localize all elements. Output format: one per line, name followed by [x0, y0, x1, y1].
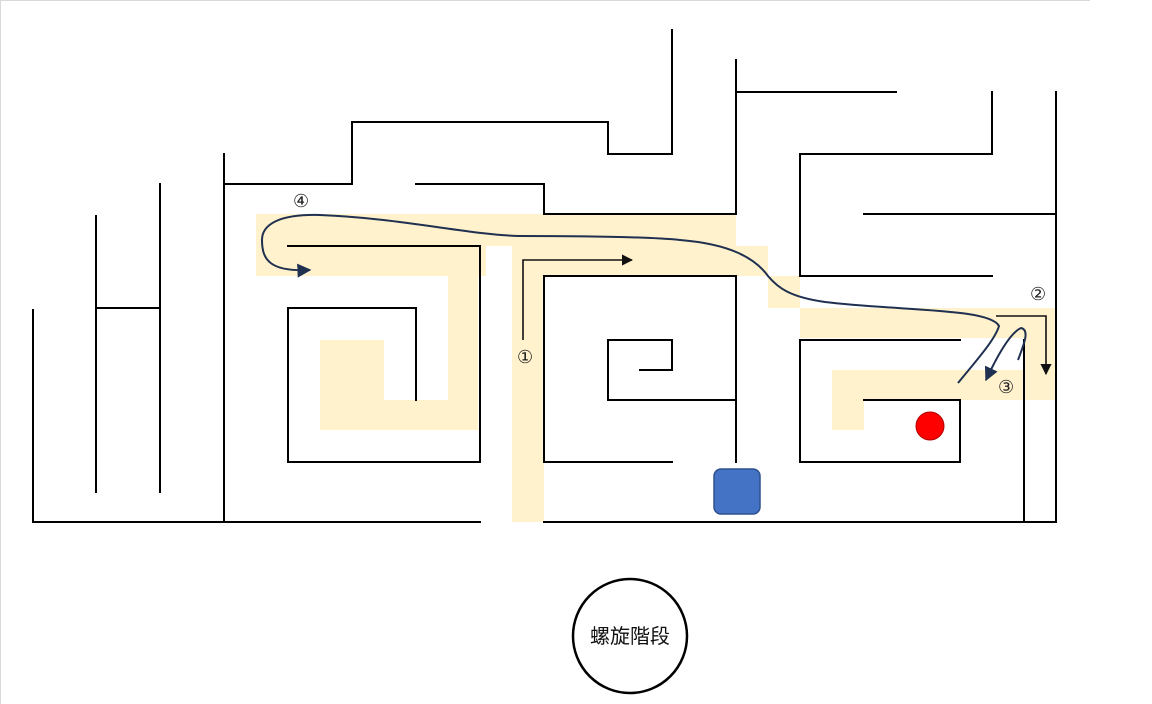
staircase-label: 螺旋階段 [590, 624, 670, 648]
marker-3: ③ [998, 377, 1014, 398]
highlight-segment [1024, 308, 1056, 400]
wall [543, 91, 1057, 523]
route-curve-main [260, 213, 1001, 384]
wall [415, 59, 737, 215]
spiral-staircase: 螺旋階段 [571, 577, 689, 695]
wall [543, 275, 737, 463]
wall [223, 29, 673, 185]
marker-4: ④ [293, 191, 309, 212]
route-arrow-1 [522, 254, 634, 340]
marker-2: ② [1030, 284, 1046, 305]
wall [287, 245, 481, 463]
wall [607, 339, 737, 401]
red-dot-marker [915, 411, 945, 441]
wall [799, 91, 993, 277]
maze-walls [32, 29, 1057, 523]
staircase-circle [571, 577, 689, 695]
marker-1: ① [517, 347, 533, 368]
highlight-segment [256, 246, 486, 276]
blue-square-marker [713, 468, 761, 515]
highlight-segment [256, 214, 736, 246]
highlight-segment [800, 308, 1056, 338]
highlight-segment [320, 340, 384, 430]
highlight-segment [512, 246, 768, 276]
highlight-segment [832, 400, 864, 430]
route-lines [260, 213, 1052, 384]
route-curve-3 [984, 326, 1027, 382]
highlight-segment [832, 370, 992, 400]
highlighted-route-area [256, 214, 1056, 522]
highlight-segment [448, 246, 478, 430]
route-arrow-2 [996, 315, 1052, 376]
highlight-segment [512, 246, 544, 522]
wall [32, 153, 225, 523]
wall [799, 339, 961, 463]
